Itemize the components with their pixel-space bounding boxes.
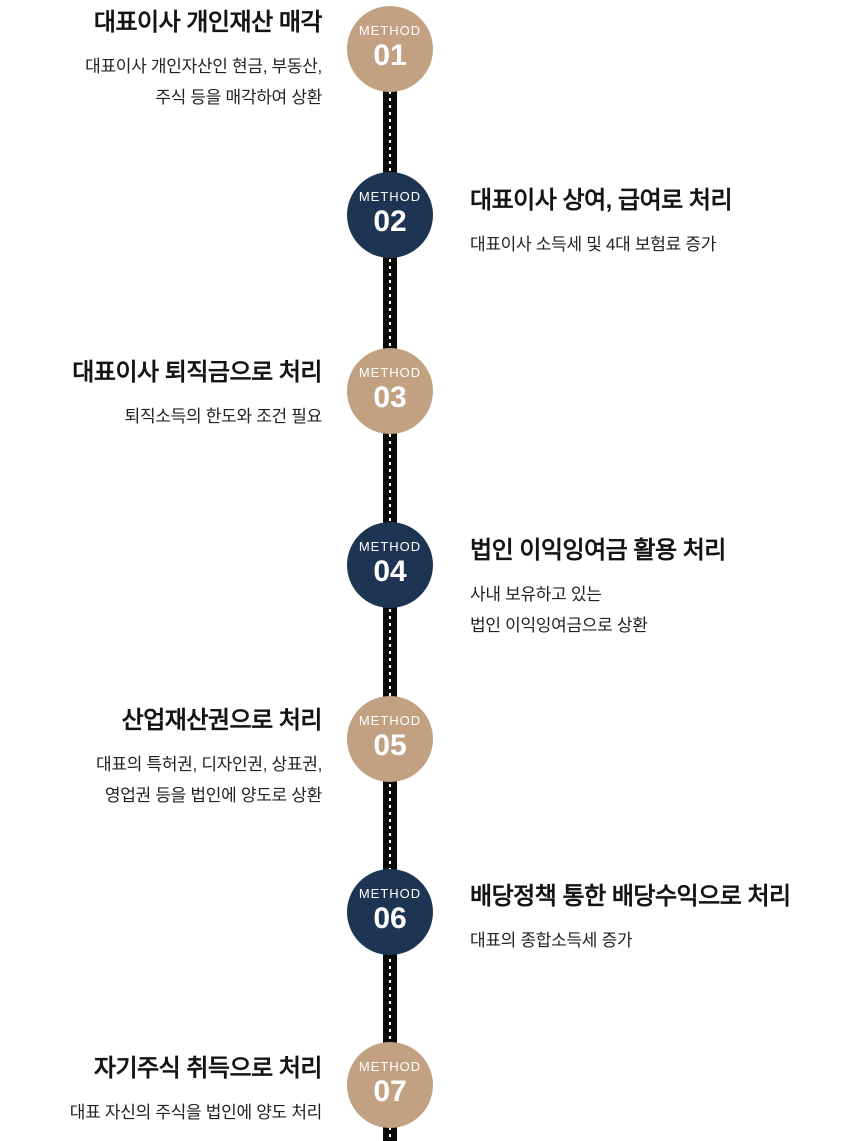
method-badge-number: 03 [373, 381, 407, 415]
method-03-badge: METHOD 03 [347, 348, 433, 434]
method-subtitle: 퇴직소득의 한도와 조건 필요 [72, 401, 323, 432]
method-badge-label: METHOD [358, 1059, 422, 1075]
method-badge-label: METHOD [358, 189, 422, 205]
method-subtitle-line: 주식 등을 매각하여 상환 [155, 88, 322, 108]
method-subtitle: 대표이사 개인자산인 현금, 부동산, 주식 등을 매각하여 상환 [85, 51, 322, 114]
method-badge-number: 02 [373, 205, 407, 239]
method-01-text: 대표이사 개인재산 매각 대표이사 개인자산인 현금, 부동산, 주식 등을 매… [85, 8, 322, 114]
method-05-badge: METHOD 05 [347, 696, 433, 782]
method-title: 대표이사 개인재산 매각 [93, 9, 323, 36]
method-title: 법인 이익잉여금 활용 처리 [470, 537, 726, 564]
method-badge-label: METHOD [358, 23, 422, 39]
method-title: 대표이사 퇴직금으로 처리 [72, 359, 322, 386]
method-subtitle: 대표이사 소득세 및 4대 보험료 증가 [470, 229, 732, 260]
method-04-badge: METHOD 04 [347, 522, 433, 608]
method-subtitle-line: 대표 자신의 주식을 법인에 양도 처리 [69, 1103, 323, 1122]
method-subtitle-line: 영업권 등을 법인에 양도로 상환 [104, 786, 322, 806]
method-01-badge: METHOD 01 [347, 6, 433, 92]
method-06-text: 배당정책 통한 배당수익으로 처리 대표의 종합소득세 증가 [470, 882, 791, 956]
method-04-text: 법인 이익잉여금 활용 처리 사내 보유하고 있는 법인 이익잉여금으로 상환 [470, 536, 726, 642]
method-badge-number: 01 [373, 39, 407, 73]
method-subtitle-line: 사내 보유하고 있는 [470, 585, 602, 604]
method-subtitle-line: 대표이사 개인자산인 현금, 부동산, [85, 57, 322, 76]
method-badge-number: 06 [373, 902, 407, 936]
method-07-badge: METHOD 07 [347, 1042, 433, 1128]
method-badge-label: METHOD [358, 713, 422, 729]
method-07-text: 자기주식 취득으로 처리 대표 자신의 주식을 법인에 양도 처리 [69, 1054, 323, 1128]
method-title: 배당정책 통한 배당수익으로 처리 [470, 883, 791, 910]
method-subtitle: 사내 보유하고 있는 법인 이익잉여금으로 상환 [470, 579, 726, 642]
method-subtitle-line: 법인 이익잉여금으로 상환 [470, 616, 648, 636]
method-title: 산업재산권으로 처리 [121, 707, 323, 734]
method-subtitle: 대표의 종합소득세 증가 [470, 925, 791, 956]
method-03-text: 대표이사 퇴직금으로 처리 퇴직소득의 한도와 조건 필요 [72, 358, 322, 432]
method-badge-number: 05 [373, 729, 407, 763]
method-badge-number: 04 [373, 555, 407, 589]
method-subtitle: 대표의 특허권, 디자인권, 상표권, 영업권 등을 법인에 양도로 상환 [96, 749, 322, 812]
method-subtitle-line: 대표의 종합소득세 증가 [470, 931, 633, 950]
method-title: 대표이사 상여, 급여로 처리 [470, 187, 733, 214]
method-title: 자기주식 취득으로 처리 [93, 1055, 323, 1082]
method-02-badge: METHOD 02 [347, 172, 433, 258]
method-06-badge: METHOD 06 [347, 869, 433, 955]
method-badge-label: METHOD [358, 539, 422, 555]
method-05-text: 산업재산권으로 처리 대표의 특허권, 디자인권, 상표권, 영업권 등을 법인… [96, 706, 322, 812]
method-subtitle-line: 퇴직소득의 한도와 조건 필요 [124, 407, 323, 426]
method-badge-label: METHOD [358, 886, 422, 902]
method-subtitle-line: 대표이사 소득세 및 4대 보험료 증가 [470, 235, 717, 254]
method-badge-label: METHOD [358, 365, 422, 381]
method-badge-number: 07 [373, 1075, 407, 1109]
method-subtitle: 대표 자신의 주식을 법인에 양도 처리 [69, 1097, 323, 1128]
method-subtitle-line: 대표의 특허권, 디자인권, 상표권, [96, 755, 322, 774]
method-02-text: 대표이사 상여, 급여로 처리 대표이사 소득세 및 4대 보험료 증가 [470, 186, 733, 260]
